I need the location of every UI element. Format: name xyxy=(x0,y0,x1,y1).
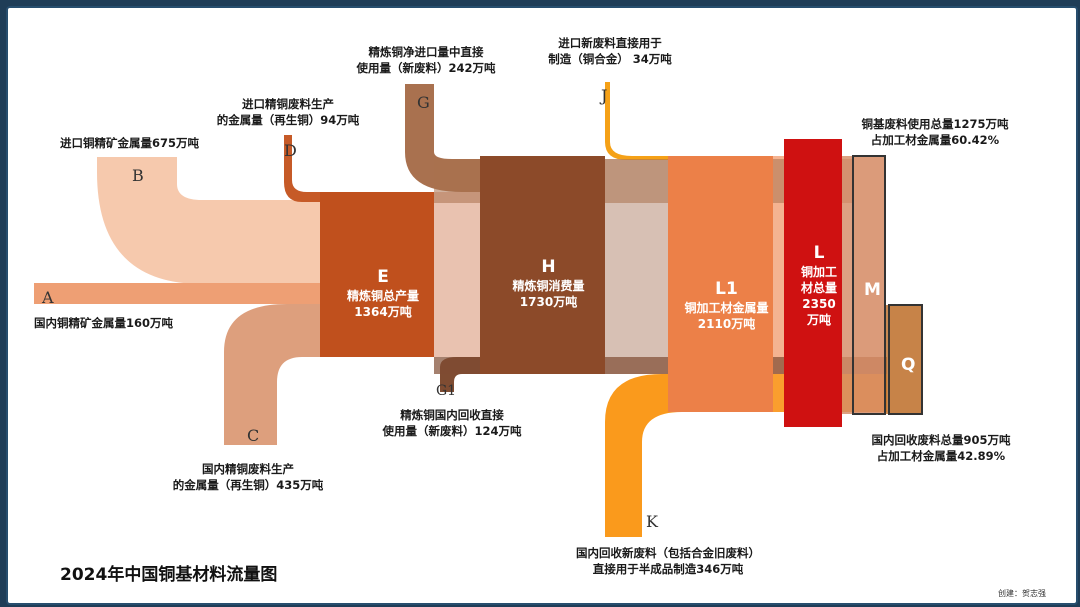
letter-m: M xyxy=(864,280,881,300)
flow-k xyxy=(605,374,682,537)
label-q: 国内回收废料总量905万吨占加工材金属量42.89% xyxy=(871,433,1011,463)
node-e xyxy=(320,192,434,357)
page-title: 2024年中国铜基材料流量图 xyxy=(60,565,278,585)
label-d: 进口精铜废料生产的金属量（再生铜）94万吨 xyxy=(216,97,360,127)
letter-d: D xyxy=(284,141,297,160)
flow-l1-l xyxy=(773,156,784,412)
letter-c: C xyxy=(247,426,260,445)
node-l-text: L 铜加工 材总量 2350 万吨 xyxy=(800,243,837,327)
node-h xyxy=(480,156,605,374)
sankey-diagram xyxy=(34,82,923,537)
flow-e-h xyxy=(434,192,480,357)
letter-b: B xyxy=(132,166,144,185)
node-l1 xyxy=(668,156,773,412)
flow-l-m xyxy=(842,156,853,414)
label-j: 进口新废料直接用于制造（铜合金） 34万吨 xyxy=(548,36,672,66)
flow-c xyxy=(224,304,320,445)
label-m: 铜基废料使用总量1275万吨占加工材金属量60.42% xyxy=(861,117,1009,147)
flow-h-l1 xyxy=(605,159,668,374)
label-k: 国内回收新废料（包括合金旧废料）直接用于半成品制造346万吨 xyxy=(576,546,760,576)
node-m xyxy=(852,155,886,415)
label-b: 进口铜精矿金属量675万吨 xyxy=(60,136,200,150)
label-g1: 精炼铜国内回收直接使用量（新废料）124万吨 xyxy=(382,408,522,438)
letter-g1: G1 xyxy=(436,383,457,399)
node-l1-text: L1 铜加工材金属量 2110万吨 xyxy=(684,279,769,331)
flow-b xyxy=(97,157,320,284)
flow-a xyxy=(34,283,320,304)
flow-d xyxy=(284,135,320,202)
letter-a: A xyxy=(42,288,54,307)
label-g-import: 精炼铜净进口量中直接使用量（新废料）242万吨 xyxy=(356,45,496,75)
label-a: 国内铜精矿金属量160万吨 xyxy=(34,316,174,330)
diagram-frame: A B C D G J G1 K M Q E 精炼铜总产量 1364万吨 H 精… xyxy=(6,6,1078,605)
node-l xyxy=(784,139,842,427)
letter-q: Q xyxy=(901,355,916,375)
label-c: 国内精铜废料生产的金属量（再生铜）435万吨 xyxy=(172,462,324,492)
letter-k: K xyxy=(646,512,658,531)
node-layer xyxy=(320,139,923,427)
letter-g: G xyxy=(417,93,430,112)
node-q xyxy=(888,304,923,415)
node-h-text: H 精炼铜消费量 1730万吨 xyxy=(512,257,585,309)
credit: 创建：贺志强 xyxy=(998,589,1046,598)
flow-j xyxy=(605,82,668,160)
node-e-text: E 精炼铜总产量 1364万吨 xyxy=(346,267,419,319)
letter-j: J xyxy=(601,86,608,105)
